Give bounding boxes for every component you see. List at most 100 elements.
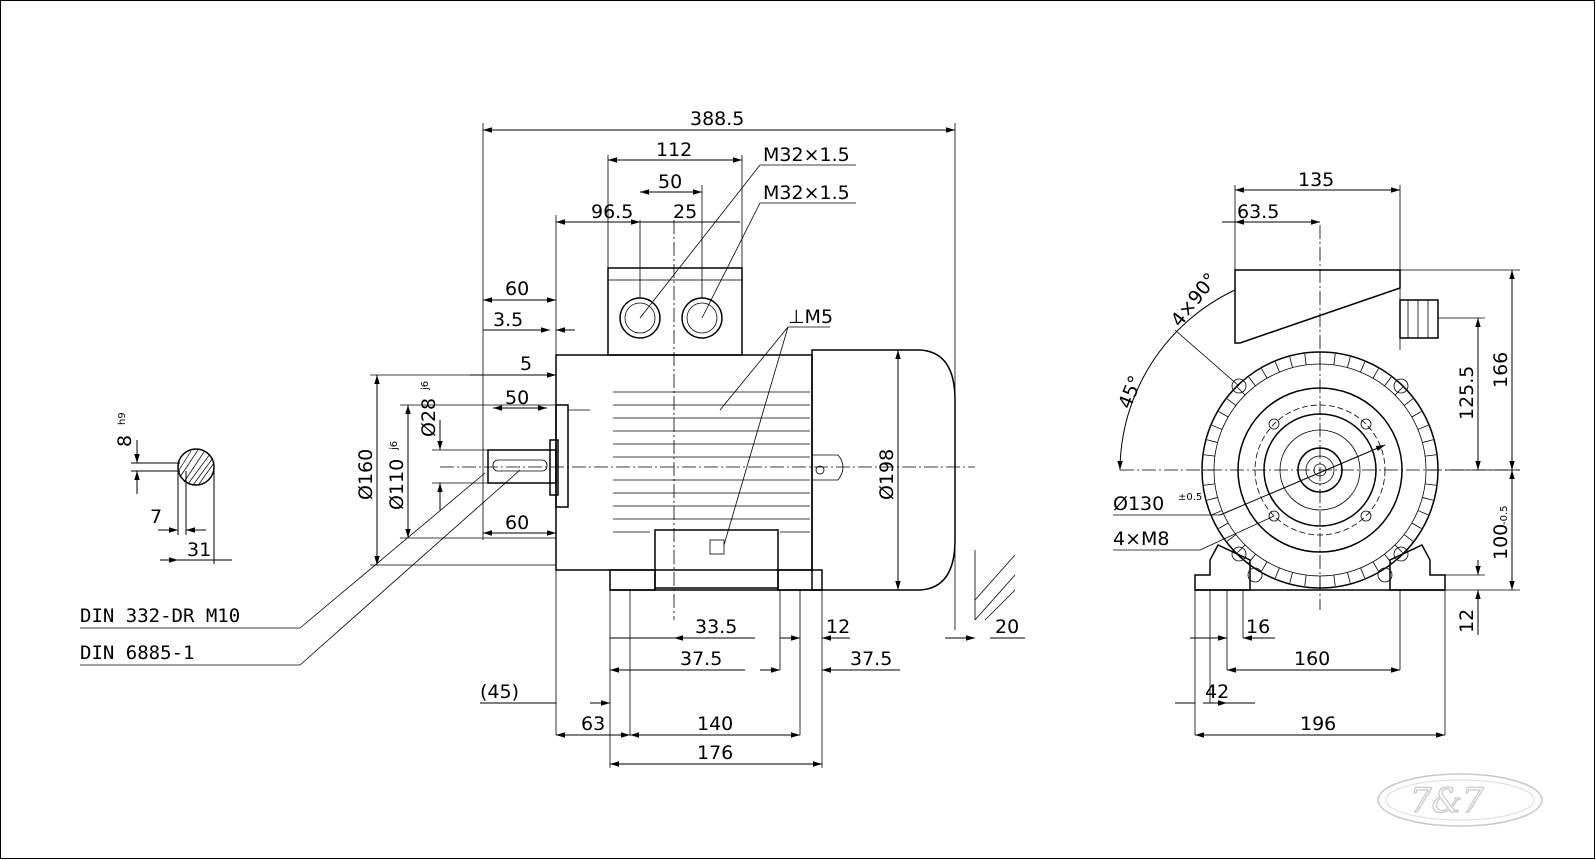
end-dim-box-offset: 63.5 bbox=[1237, 201, 1279, 223]
end-cooling-fins bbox=[1203, 353, 1437, 587]
end-dim-shaft-height-tol: -0.5 bbox=[1499, 505, 1510, 525]
dim-box-position: 96.5 bbox=[591, 201, 633, 223]
end-housing-outer bbox=[1201, 351, 1439, 589]
cooling-fin bbox=[1360, 567, 1366, 579]
cooling-fin bbox=[1411, 411, 1422, 418]
end-dim-pitch-tol: ±0.5 bbox=[1178, 492, 1202, 503]
cooling-fin bbox=[1206, 497, 1218, 501]
end-dim-foot-thickness: 12 bbox=[1456, 609, 1478, 633]
cooling-fin bbox=[1372, 368, 1379, 379]
dim-key-length: 50 bbox=[505, 387, 529, 409]
dim-flange-offset: 60 bbox=[505, 278, 529, 300]
spigot bbox=[549, 439, 559, 496]
dim-shaft-length: 60 bbox=[505, 512, 529, 534]
earth-screw-callout: ⊥M5 bbox=[788, 306, 833, 328]
end-dim-gland-height: 125.5 bbox=[1456, 366, 1478, 420]
cooling-fin bbox=[1403, 534, 1414, 542]
end-dim-pitch-dia: Ø130 bbox=[1113, 493, 1164, 515]
cooling-fin bbox=[1211, 424, 1223, 430]
dim-flange-step: 3.5 bbox=[493, 309, 523, 331]
spigot-fit-label: j6 bbox=[389, 441, 400, 451]
end-dim-foot-slot: 16 bbox=[1246, 616, 1270, 638]
cooling-fin bbox=[1372, 561, 1379, 572]
cooling-fin bbox=[1203, 483, 1215, 486]
cooling-fin bbox=[1333, 575, 1336, 587]
dim-gland-offset: 25 bbox=[673, 201, 697, 223]
cooling-fin bbox=[1274, 567, 1280, 579]
end-dim-foot-edge: 42 bbox=[1205, 681, 1229, 703]
cooling-fin bbox=[1304, 575, 1307, 587]
cooling-fin bbox=[1226, 398, 1237, 406]
end-foot-right bbox=[1389, 544, 1446, 591]
terminal-plate bbox=[654, 529, 779, 589]
key-depth-label: 7 bbox=[150, 506, 162, 528]
gland-callout-1: M32×1.5 bbox=[763, 144, 850, 166]
cooling-fin bbox=[1360, 361, 1366, 373]
dim-foot-gap: 20 bbox=[995, 616, 1019, 638]
dim-shaft-dia: Ø28 bbox=[418, 398, 440, 437]
key-width-label: 8 bbox=[114, 435, 136, 447]
end-dim-overall-height: 166 bbox=[1490, 352, 1512, 388]
dim-ref-45: (45) bbox=[480, 681, 519, 703]
cooling-fin bbox=[1422, 439, 1434, 443]
cooling-fin bbox=[1425, 454, 1437, 457]
end-dim-hole-angle: 4×90° bbox=[1167, 269, 1222, 331]
end-cable-gland bbox=[1399, 299, 1439, 339]
shaft bbox=[487, 449, 557, 484]
foot-rear bbox=[777, 569, 823, 591]
end-flange bbox=[1237, 387, 1403, 553]
cooling-fin bbox=[1274, 361, 1280, 373]
cooling-fin bbox=[1394, 386, 1404, 396]
end-foot-left bbox=[1194, 544, 1251, 591]
end-dim-foot-width: 196 bbox=[1300, 713, 1336, 735]
cooling-fin bbox=[1236, 544, 1246, 554]
gland-callout-2: M32×1.5 bbox=[763, 182, 850, 204]
cooling-fin bbox=[1236, 386, 1246, 396]
cooling-fins bbox=[613, 391, 810, 533]
dim-hole-offset-1: 33.5 bbox=[695, 616, 737, 638]
dim-overall-length: 388.5 bbox=[690, 108, 744, 130]
cooling-fin bbox=[1333, 353, 1336, 365]
cooling-fin bbox=[1218, 411, 1229, 418]
cooling-fin bbox=[1304, 353, 1307, 365]
section-height-label: 31 bbox=[187, 539, 211, 561]
cooling-fin bbox=[1394, 544, 1404, 554]
end-dim-thread: 4×M8 bbox=[1113, 528, 1170, 550]
shaft-key bbox=[492, 459, 548, 472]
brand-logo: 7&7 bbox=[1377, 773, 1543, 827]
cooling-fin bbox=[1211, 510, 1223, 516]
cooling-fin bbox=[1289, 356, 1293, 368]
dim-gland-spacing: 50 bbox=[658, 171, 682, 193]
cooling-fin bbox=[1206, 439, 1218, 443]
standard-center-hole: DIN 332-DR M10 bbox=[80, 605, 240, 627]
cooling-fin bbox=[1289, 572, 1293, 584]
motor-side-view: 388.5 112 50 96.5 25 M32×1.5 M32×1.5 ⊥M5 bbox=[80, 108, 1025, 768]
dim-foot-length: 176 bbox=[697, 742, 733, 764]
dim-flange-dia: Ø160 bbox=[355, 449, 377, 500]
cooling-fin bbox=[1422, 497, 1434, 501]
dim-box-width: 112 bbox=[656, 139, 692, 161]
cooling-fin bbox=[1347, 356, 1351, 368]
cooling-fin bbox=[1384, 376, 1392, 387]
cooling-fin bbox=[1203, 454, 1215, 457]
motor-end-view: 135 63.5 4×90° 45° 125.5 166 100 -0.5 12 bbox=[1113, 169, 1520, 738]
dim-spigot-dia: Ø110 bbox=[386, 459, 408, 510]
cooling-fin bbox=[1261, 368, 1268, 379]
end-dim-box-width: 135 bbox=[1298, 169, 1334, 191]
cooling-fin bbox=[1261, 561, 1268, 572]
cooling-fin bbox=[1347, 572, 1351, 584]
logo-text: 7&7 bbox=[1410, 781, 1484, 821]
dim-hole-offset-2: 37.5 bbox=[680, 648, 722, 670]
cooling-fin bbox=[1425, 483, 1437, 486]
cooling-fin bbox=[1417, 510, 1429, 516]
dim-key-offset: 5 bbox=[520, 353, 532, 375]
dim-foot-spacing: 140 bbox=[697, 713, 733, 735]
cooling-fin bbox=[1226, 534, 1237, 542]
dim-foot-thickness-side: 12 bbox=[826, 616, 850, 638]
key-fit-label: h9 bbox=[117, 412, 128, 425]
end-dim-foot-hole-spacing: 160 bbox=[1294, 648, 1330, 670]
terminal-box bbox=[607, 267, 743, 356]
end-dim-shaft-height: 100 bbox=[1490, 524, 1512, 560]
